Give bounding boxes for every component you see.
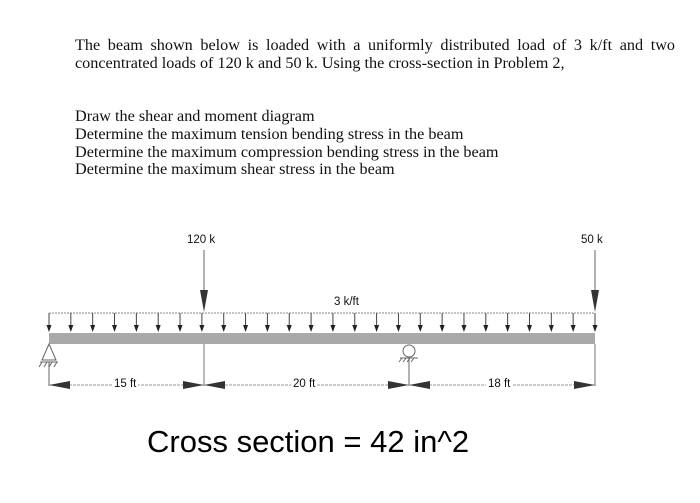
udl-arrows [46, 313, 598, 332]
problem-intro: The beam shown below is loaded with a un… [75, 36, 675, 72]
udl-label: 3 k/ft [334, 296, 359, 308]
task-item: Determine the maximum tension bending st… [75, 124, 464, 143]
beam [49, 333, 595, 344]
dim-label-18ft: 18 ft [486, 378, 513, 390]
task-item: Determine the maximum compression bendin… [75, 142, 499, 161]
task-item: Determine the maximum shear stress in th… [75, 160, 395, 179]
task-list: Draw the shear and moment diagram Determ… [75, 107, 499, 179]
cross-section-caption: Cross section = 42 in^2 [147, 424, 470, 459]
point-load-50k [591, 250, 599, 386]
load-label-120k: 120 k [187, 234, 216, 246]
task-item: Draw the shear and moment diagram [75, 107, 315, 125]
dim-label-20ft: 20 ft [291, 378, 318, 390]
pin-support [38, 342, 58, 386]
roller-support [398, 344, 418, 386]
beam-figure [38, 250, 599, 389]
load-label-50k: 50 k [581, 234, 603, 246]
point-load-120k [200, 250, 208, 386]
dimension-line [49, 381, 595, 389]
problem-statement: The beam shown below is loaded with a un… [75, 36, 675, 72]
dim-label-15ft: 15 ft [112, 378, 139, 390]
beam-diagram: 120 k 50 k 3 k/ft 15 ft 20 ft 18 ft [38, 234, 603, 390]
